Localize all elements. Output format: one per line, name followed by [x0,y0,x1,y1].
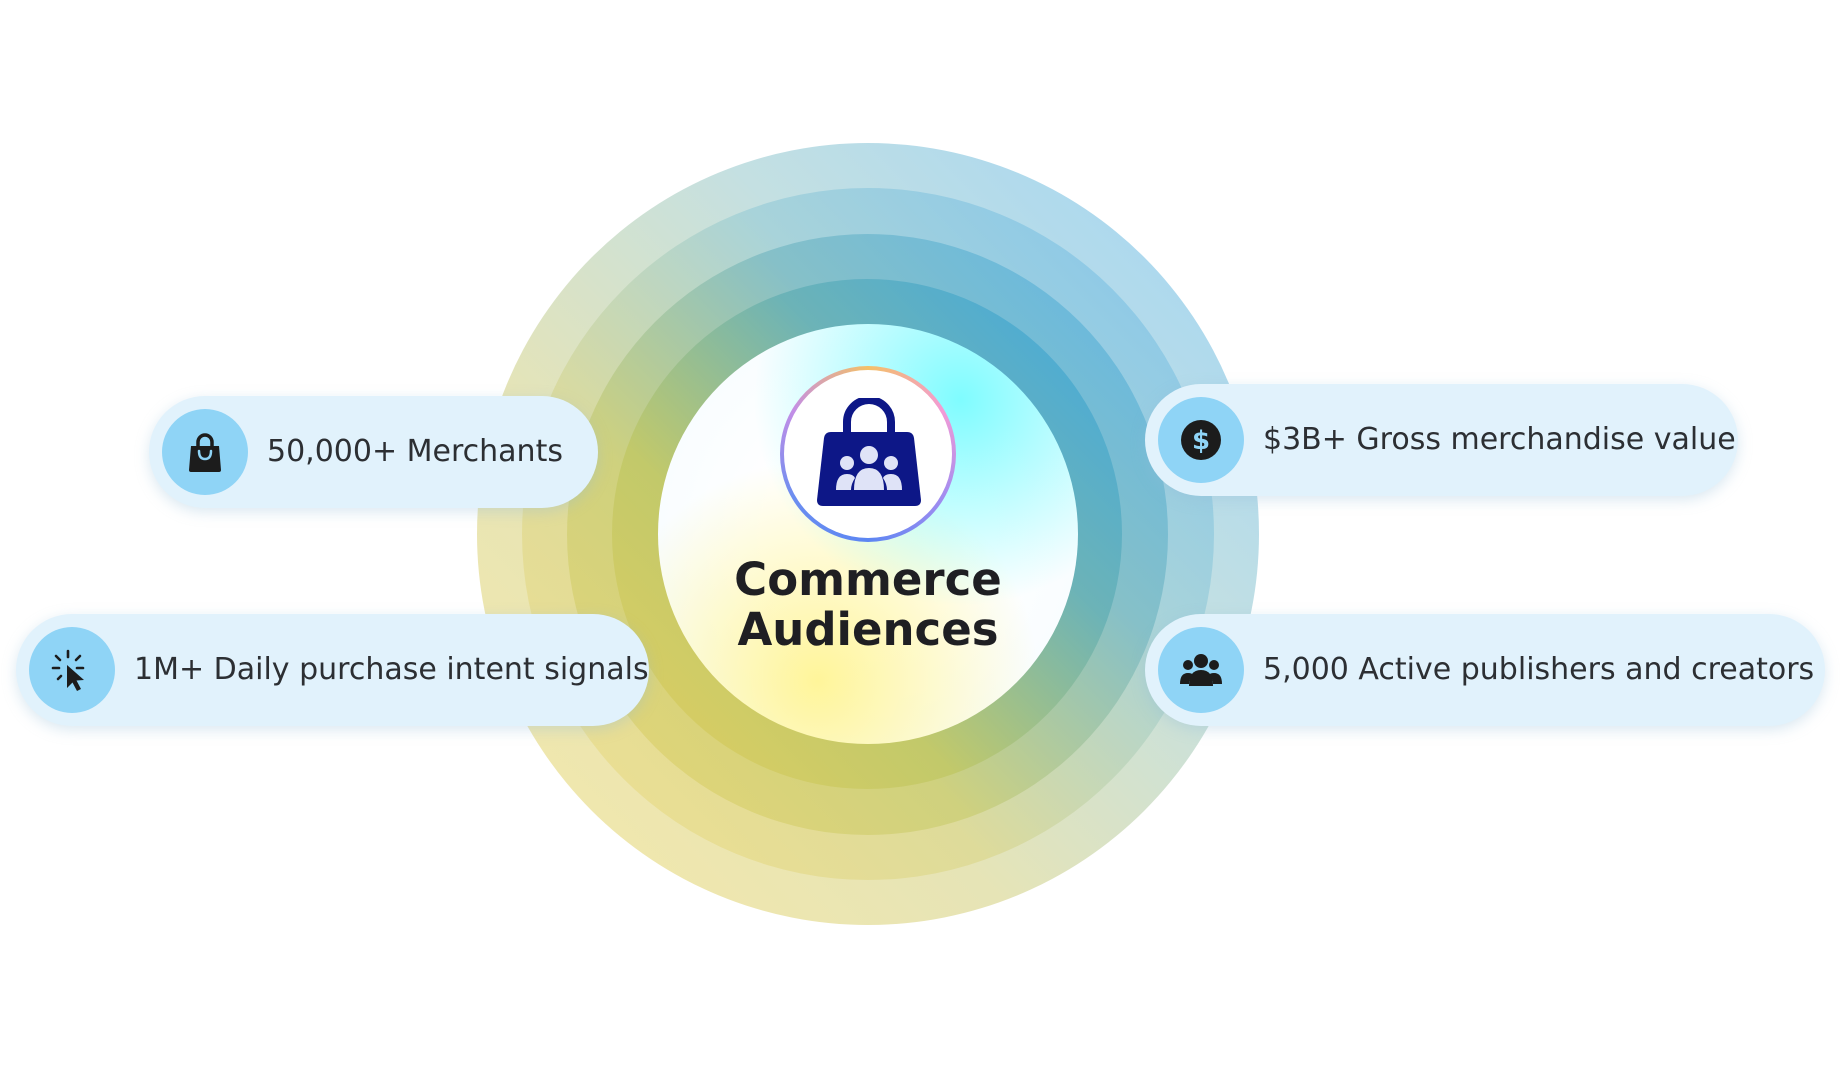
shopping-bag-people-icon [817,398,921,506]
publishers-icon-circle [1158,627,1244,713]
signals-icon-circle [29,627,115,713]
merchants-label: 50,000+ Merchants [267,434,563,469]
people-group-icon [1180,654,1222,686]
gmv-label: $3B+ Gross merchandise value [1263,422,1736,457]
stat-pill-gmv: $ $3B+ Gross merchandise value [1145,384,1738,496]
center-title-line-1: Commerce [734,553,1002,606]
center-logo [780,366,956,542]
shopping-bag-icon [189,433,221,472]
cursor-click-icon [51,649,85,691]
stat-pill-signals: 1M+ Daily purchase intent signals [16,614,649,726]
center-title: Commerce Audiences [658,555,1078,655]
merchants-icon-circle [162,409,248,495]
gmv-icon-circle: $ [1158,397,1244,483]
stat-pill-merchants: 50,000+ Merchants [149,396,598,508]
center-title-line-2: Audiences [737,603,999,656]
svg-text:$: $ [1192,426,1210,456]
dollar-circle-icon: $ [1181,420,1221,460]
signals-label: 1M+ Daily purchase intent signals [134,652,649,687]
stat-pill-publishers: 5,000 Active publishers and creators [1145,614,1825,726]
publishers-label: 5,000 Active publishers and creators [1263,652,1815,687]
